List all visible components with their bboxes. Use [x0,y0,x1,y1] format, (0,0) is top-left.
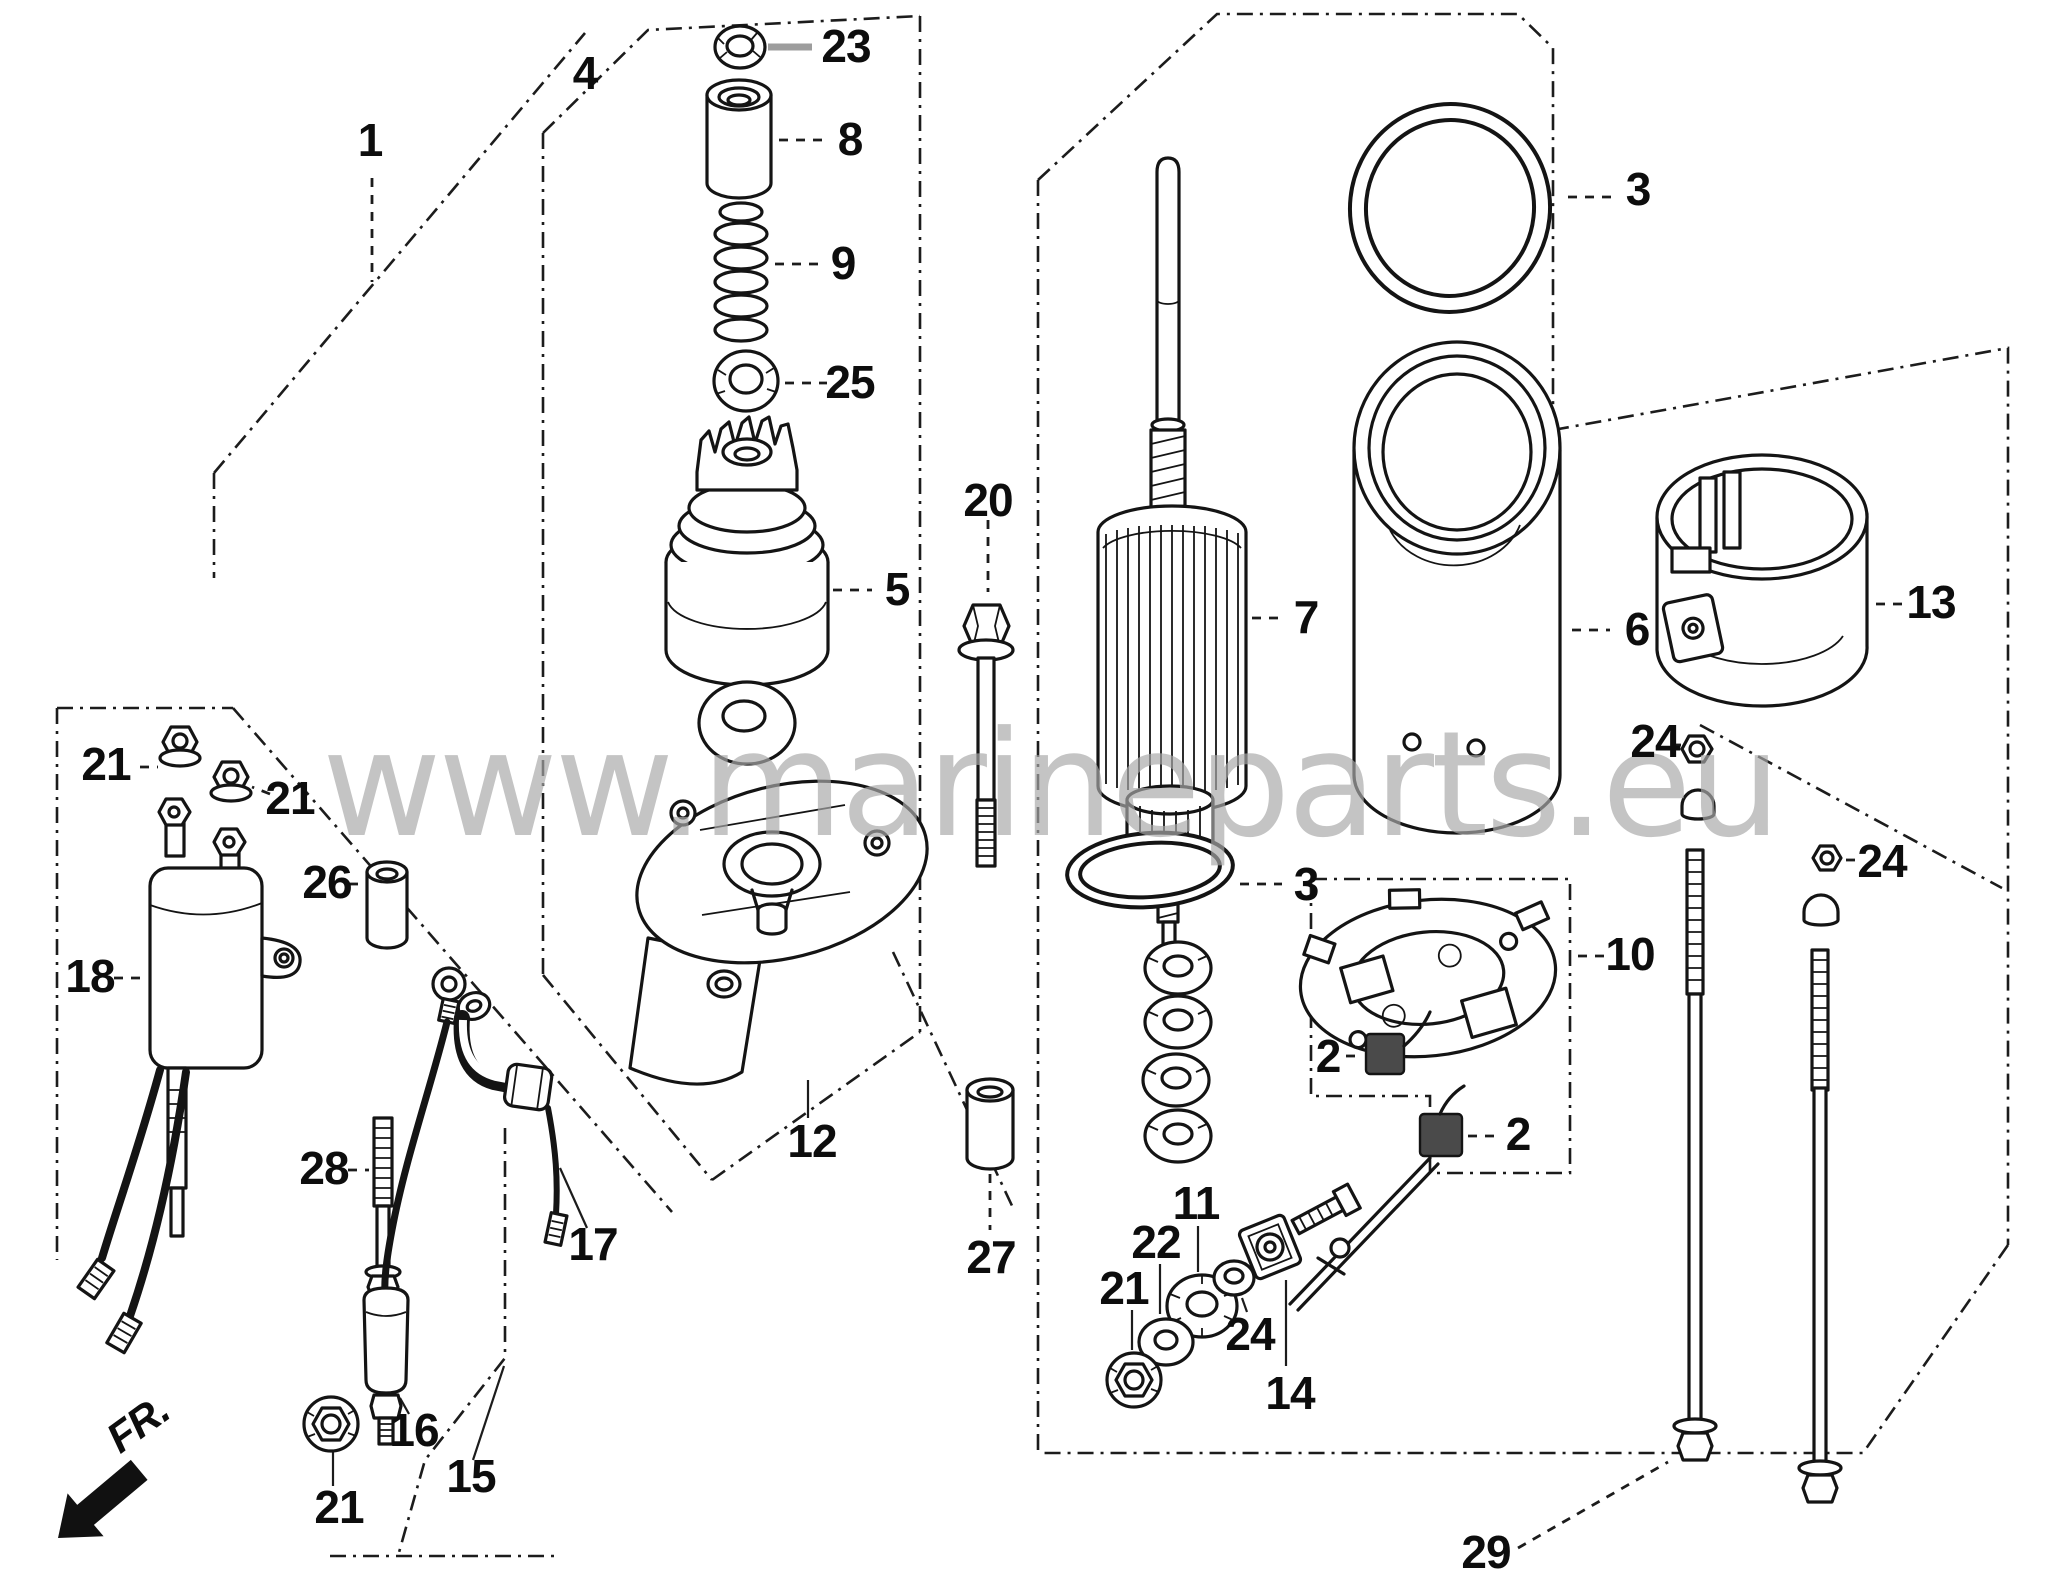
part-label-22: 22 [1131,1216,1181,1268]
cable-part-16 [362,966,467,1446]
part-label-23: 23 [821,20,871,72]
part-label-9: 9 [830,237,857,289]
part-label-10: 10 [1605,928,1655,980]
motor-housing-part-6 [1352,340,1562,835]
part-label-28: 28 [299,1142,349,1194]
nut-part-21-stack [1105,1351,1163,1409]
brush-part-2-lower [1418,1084,1466,1158]
nut-part-21-bottom [302,1395,360,1453]
part-label-26: 26 [302,856,352,908]
part-label-3-lower: 3 [1293,858,1320,910]
part-label-21-terminal-a: 21 [81,738,131,790]
bolt-part-20 [957,603,1015,868]
boundary-lines [55,12,2010,1558]
spacer-part-26 [365,860,409,950]
nut-part-21-terminal-b [209,760,253,803]
nut-part-21-terminal-a [158,725,202,768]
washer-stack [1141,940,1213,1164]
end-bracket-part-12 [628,779,929,1086]
part-label-24-stack: 24 [1225,1308,1275,1360]
part-label-17: 17 [568,1218,618,1270]
part-label-5: 5 [884,563,911,615]
part-label-27: 27 [966,1231,1016,1283]
pinion-spring-part-9 [713,201,769,343]
part-label-11: 11 [1172,1177,1221,1229]
part-label-7: 7 [1293,591,1320,643]
thrust-washer-part-25 [712,349,780,413]
part-label-21-stack: 21 [1099,1262,1149,1314]
part-label-16: 16 [389,1404,439,1456]
terminal-plate-part-14 [1237,1213,1303,1281]
leader-lines [114,43,1906,1550]
nut-part-24-left [1680,734,1716,821]
part-label-3-top: 3 [1625,163,1652,215]
brush-holder-part-10 [1298,888,1558,1059]
part-label-20: 20 [963,474,1013,526]
part-label-29: 29 [1461,1526,1511,1578]
stopper-ring-part-23 [713,24,767,70]
pinion-gear-part-5 [664,415,830,766]
part-label-6: 6 [1624,603,1651,655]
end-cap-part-13 [1655,453,1869,708]
part-label-18: 18 [65,950,115,1002]
starter-solenoid-part-18 [76,797,302,1355]
part-label-15: 15 [446,1450,496,1502]
terminal-bolt [1290,1182,1362,1236]
brush-linkage-rod [1288,1156,1440,1312]
o-ring-part-3-lower [1065,830,1235,910]
fr-direction-arrow [58,1459,148,1538]
part-label-24-right: 24 [1857,835,1907,887]
part-label-2-lower: 2 [1505,1108,1532,1160]
through-bolt-part-29-a [1672,848,1718,1462]
part-label-4: 4 [572,47,599,99]
part-label-24-left: 24 [1630,715,1680,767]
spacer-part-27 [965,1077,1015,1171]
part-label-21-terminal-b: 21 [265,772,315,824]
part-label-21-bottom: 21 [314,1481,364,1533]
part-label-8: 8 [837,113,864,165]
part-label-14: 14 [1265,1367,1315,1419]
washer-part-22 [1137,1317,1195,1367]
terminal-stud-a [157,797,192,858]
part-label-1: 1 [357,114,384,166]
part-label-12: 12 [787,1115,837,1167]
o-ring-part-3-top [1347,102,1553,314]
pinion-stopper-part-8 [705,78,773,200]
washer-part-24-stack [1212,1259,1256,1297]
part-label-13: 13 [1906,576,1956,628]
part-label-2-upper: 2 [1315,1030,1342,1082]
through-bolt-part-29-b [1797,948,1843,1504]
brush-part-2-upper [1364,1010,1432,1076]
nut-part-24-right [1802,844,1843,927]
cable-part-17 [453,991,569,1247]
part-label-25: 25 [825,356,875,408]
